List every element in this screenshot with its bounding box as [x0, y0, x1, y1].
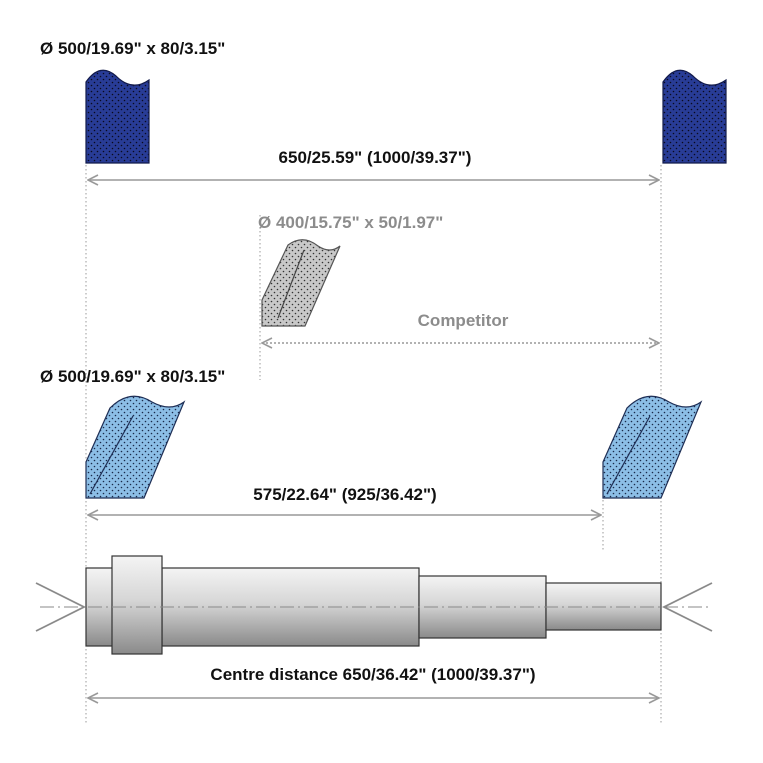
angled-wheel-right-edge: [606, 415, 651, 495]
centre-point-right: [661, 582, 713, 632]
angled-wheel-left-edge: [89, 415, 134, 495]
angled-wheel-right: [602, 395, 703, 499]
centre-point-left: [35, 582, 87, 632]
competitor-wheel-edge: [277, 249, 305, 319]
angled-wheel-left: [85, 395, 186, 499]
centre-distance-label: Centre distance 650/36.42" (1000/39.37"): [210, 665, 535, 684]
angled-wheel-spec: Ø 500/19.69" x 80/3.15": [40, 367, 225, 386]
shaft-collar: [111, 555, 163, 655]
angled-distance-label: 575/22.64" (925/36.42"): [253, 485, 436, 504]
shaft-workpiece: [85, 555, 662, 655]
straight-wheel-right: [662, 69, 727, 164]
competitor-wheel: [261, 239, 341, 327]
straight-wheel-left: [85, 69, 150, 164]
top-wheel-spec: Ø 500/19.69" x 80/3.15": [40, 39, 225, 58]
competitor-label: Competitor: [418, 311, 509, 330]
top-distance-label: 650/25.59" (1000/39.37"): [279, 148, 472, 167]
competitor-wheel-spec: Ø 400/15.75" x 50/1.97": [258, 213, 443, 232]
